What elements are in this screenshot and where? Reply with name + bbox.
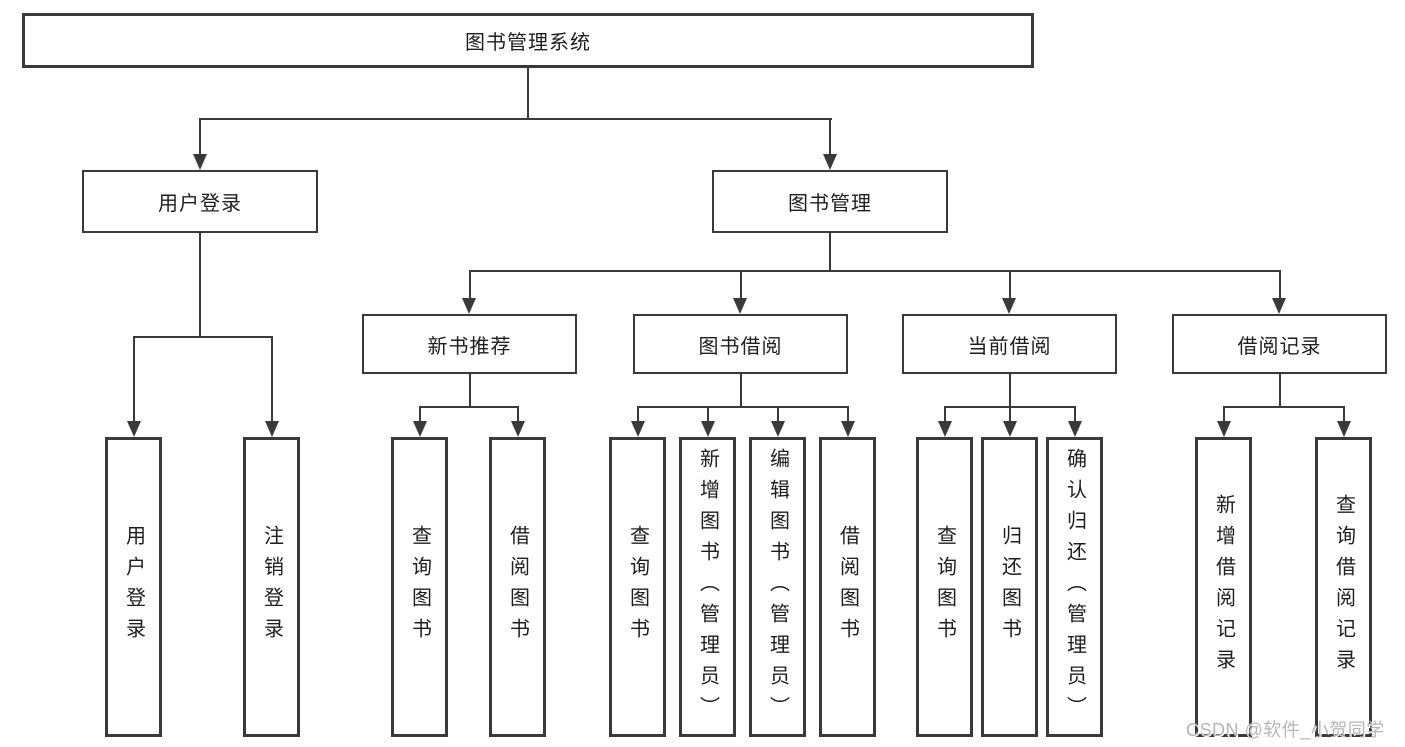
connector-book-mgmt-stem <box>829 233 831 272</box>
leaf-query-borrow-record: 查询借阅记录 <box>1315 437 1372 737</box>
leaf-borrow-books: 借阅图书 <box>819 437 876 737</box>
node-borrowing-records: 借阅记录 <box>1172 314 1387 374</box>
connector-level2-rail <box>199 118 832 120</box>
leaf-edit-books-admin: 编辑图书（管理员） <box>749 437 806 737</box>
csdn-watermark: CSDN @软件_小贺同学 <box>1186 720 1385 740</box>
node-book-borrowing: 图书借阅 <box>633 314 848 374</box>
node-current-borrowing: 当前借阅 <box>902 314 1117 374</box>
arrowhead-borrow-records-icon <box>1272 298 1286 314</box>
arrowhead-user-login-icon <box>193 154 207 170</box>
arrowhead-bb-borrow-icon <box>841 421 855 437</box>
connector-book-borrow-drop <box>740 270 742 300</box>
arrowhead-leaf-login-icon <box>127 421 141 437</box>
connector-current-borrow-stem <box>1009 374 1011 408</box>
arrowhead-nb-borrow-icon <box>511 421 525 437</box>
connector-current-borrow-drop <box>1009 270 1011 300</box>
leaf-query-books-recommend: 查询图书 <box>391 437 448 737</box>
connector-borrow-records-rail <box>1223 406 1345 408</box>
arrowhead-new-book-icon <box>462 298 476 314</box>
connector-br-query-drop <box>1343 406 1345 423</box>
arrowhead-book-mgmt-icon <box>823 154 837 170</box>
arrowhead-current-borrow-icon <box>1002 298 1016 314</box>
connector-borrow-records-drop <box>1279 270 1281 300</box>
connector-user-login-stem <box>199 233 201 338</box>
arrowhead-bb-add-icon <box>701 421 715 437</box>
node-user-login: 用户登录 <box>82 170 318 233</box>
leaf-return-books: 归还图书 <box>981 437 1038 737</box>
arrowhead-br-add-icon <box>1217 421 1231 437</box>
node-book-management: 图书管理 <box>712 170 948 233</box>
leaf-borrow-books-recommend: 借阅图书 <box>489 437 546 737</box>
connector-bb-add-drop <box>707 406 709 423</box>
arrowhead-bb-edit-icon <box>771 421 785 437</box>
connector-bb-edit-drop <box>777 406 779 423</box>
connector-leaf-login-drop <box>133 336 135 422</box>
connector-book-mgmt-drop <box>829 118 831 156</box>
connector-new-book-stem <box>469 374 471 408</box>
leaf-confirm-return-admin: 确认归还（管理员） <box>1046 437 1103 737</box>
arrowhead-cb-query-icon <box>938 421 952 437</box>
connector-nb-borrow-drop <box>517 406 519 423</box>
leaf-add-books-admin: 新增图书（管理员） <box>679 437 736 737</box>
leaf-query-books-current: 查询图书 <box>916 437 973 737</box>
node-library-management-system: 图书管理系统 <box>22 13 1034 68</box>
connector-book-borrow-rail <box>637 406 849 408</box>
leaf-user-login: 用户登录 <box>105 437 162 737</box>
connector-new-book-drop <box>469 270 471 300</box>
arrowhead-nb-query-icon <box>413 421 427 437</box>
leaf-logout: 注销登录 <box>243 437 300 737</box>
connector-nb-query-drop <box>419 406 421 423</box>
connector-bb-query-drop <box>637 406 639 423</box>
connector-bb-borrow-drop <box>847 406 849 423</box>
arrowhead-cb-return-icon <box>1003 421 1017 437</box>
connector-user-login-rail <box>133 336 273 338</box>
connector-level3-rail <box>469 270 1281 272</box>
leaf-add-borrow-record: 新增借阅记录 <box>1195 437 1252 737</box>
arrowhead-cb-confirm-icon <box>1068 421 1082 437</box>
connector-root-stem <box>527 68 529 118</box>
connector-cb-query-drop <box>944 406 946 423</box>
connector-leaf-logout-drop <box>271 336 273 422</box>
arrowhead-book-borrow-icon <box>733 298 747 314</box>
connector-user-login-drop <box>199 118 201 156</box>
connector-borrow-records-stem <box>1279 374 1281 408</box>
connector-book-borrow-stem <box>740 374 742 408</box>
connector-new-book-rail <box>419 406 519 408</box>
node-new-book-recommendation: 新书推荐 <box>362 314 577 374</box>
connector-cb-confirm-drop <box>1074 406 1076 423</box>
arrowhead-br-query-icon <box>1337 421 1351 437</box>
arrowhead-bb-query-icon <box>631 421 645 437</box>
connector-br-add-drop <box>1223 406 1225 423</box>
arrowhead-leaf-logout-icon <box>265 421 279 437</box>
leaf-query-books-borrow: 查询图书 <box>609 437 666 737</box>
connector-cb-return-drop <box>1009 406 1011 423</box>
